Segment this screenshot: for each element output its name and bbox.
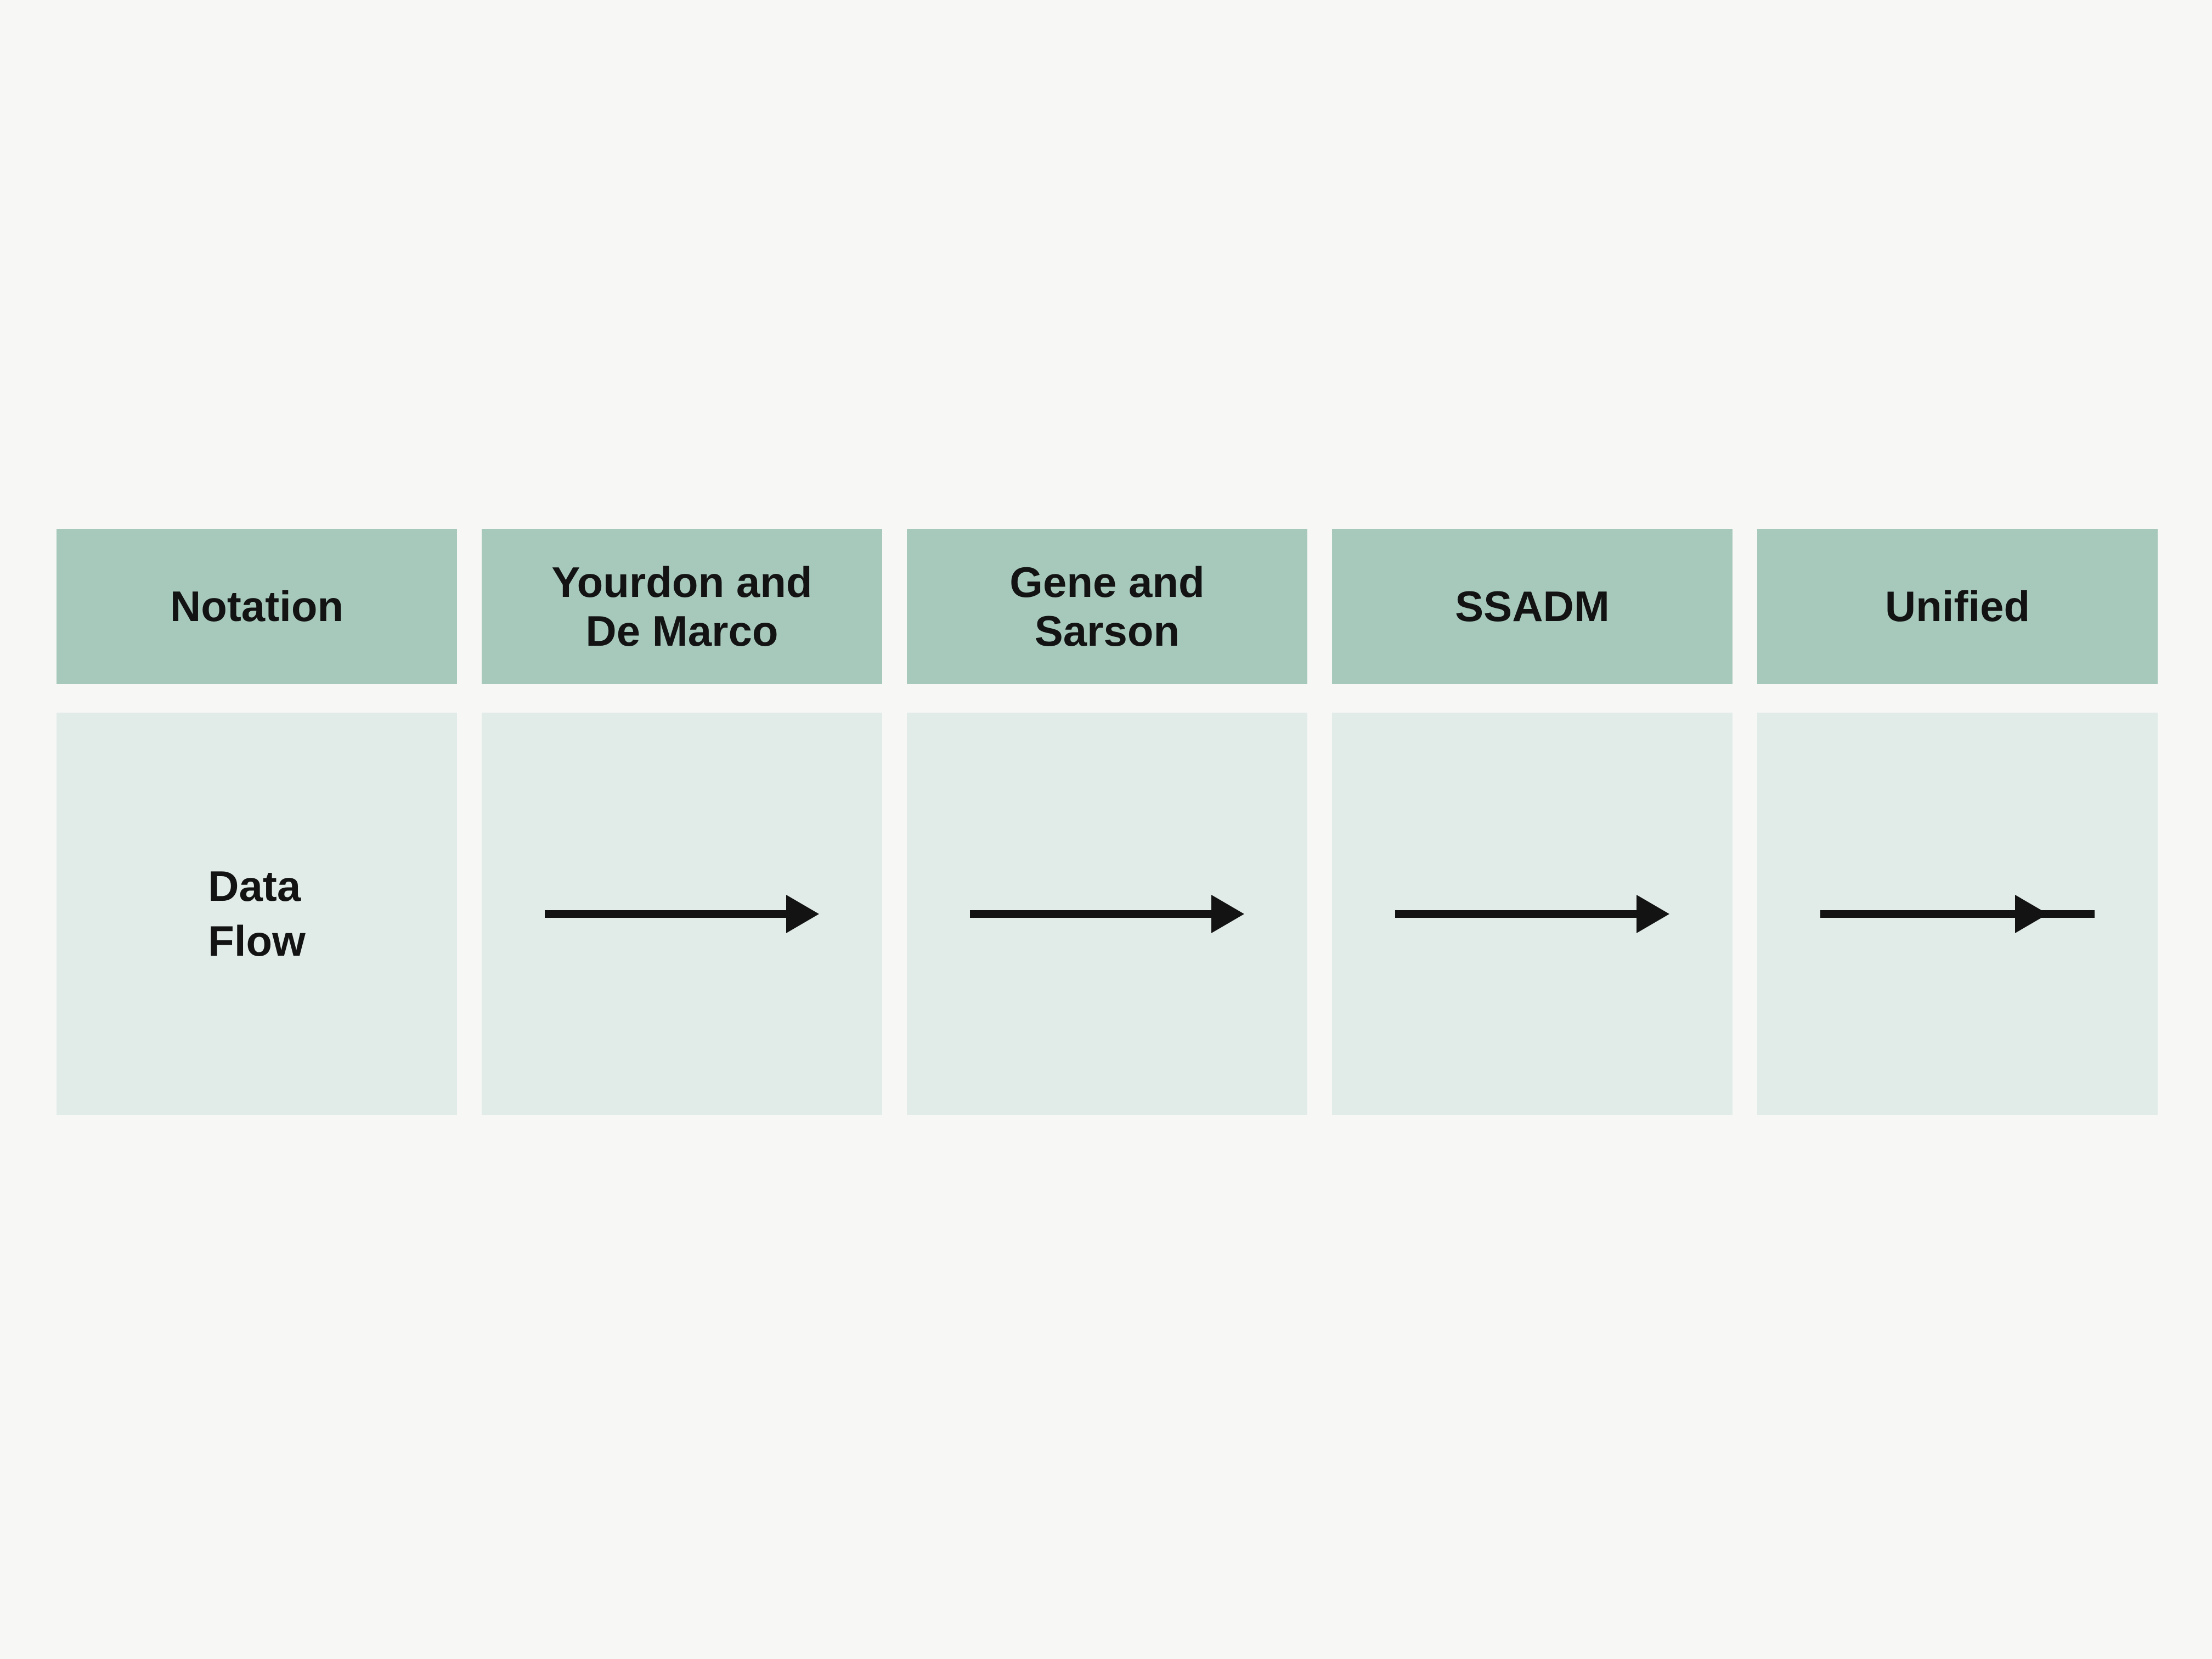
row-label: Data Flow <box>208 861 306 965</box>
row-label-cell-data-flow: Data Flow <box>57 713 457 1115</box>
right-arrow-icon <box>1395 894 1669 933</box>
header-cell-unified: Unified <box>1757 529 2158 684</box>
notation-comparison-table: Notation Yourdon and De Marco Gene and S… <box>57 529 2158 1115</box>
header-label: Gene and Sarson <box>1009 557 1205 655</box>
cell-ssadm-data-flow <box>1332 713 1733 1115</box>
header-label: Yourdon and De Marco <box>551 557 812 655</box>
header-cell-yourdon-de-marco: Yourdon and De Marco <box>482 529 882 684</box>
cell-gene-sarson-data-flow <box>907 713 1307 1115</box>
right-arrow-icon <box>545 894 819 933</box>
header-cell-gene-sarson: Gene and Sarson <box>907 529 1307 684</box>
header-label: Unified <box>1884 582 2030 631</box>
cell-unified-data-flow <box>1757 713 2158 1115</box>
right-arrow-line-past-head-icon <box>1820 894 2095 933</box>
cell-yourdon-de-marco-data-flow <box>482 713 882 1115</box>
header-cell-ssadm: SSADM <box>1332 529 1733 684</box>
header-label: Notation <box>170 582 344 631</box>
header-cell-notation: Notation <box>57 529 457 684</box>
header-label: SSADM <box>1455 582 1610 631</box>
right-arrow-icon <box>970 894 1244 933</box>
